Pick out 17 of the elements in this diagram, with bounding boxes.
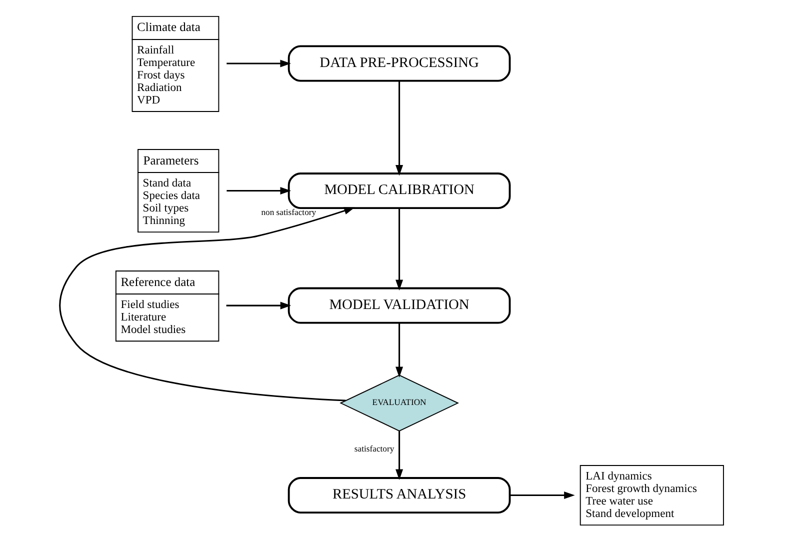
node-box: RESULTS ANALYSIS xyxy=(287,477,510,514)
arrow xyxy=(509,492,574,500)
node-box: MODEL VALIDATION xyxy=(287,287,510,324)
arrow xyxy=(395,208,403,290)
arrow xyxy=(395,323,403,378)
edge-label: non satisfactory xyxy=(260,207,316,218)
edge-label: satisfactory xyxy=(354,444,394,454)
arrow xyxy=(395,80,403,176)
arrow xyxy=(226,187,291,195)
node-diamond: EVALUATION xyxy=(339,374,458,432)
node-box: MODEL CALIBRATION xyxy=(287,172,510,210)
arrow xyxy=(395,431,403,480)
arrow xyxy=(226,302,291,310)
node-box: DATA PRE-PROCESSING xyxy=(287,45,510,82)
node-box: LAI dynamics Forest growth dynamics Tree water use Stand development xyxy=(579,465,724,526)
arrow xyxy=(58,207,354,402)
arrow xyxy=(226,60,290,68)
